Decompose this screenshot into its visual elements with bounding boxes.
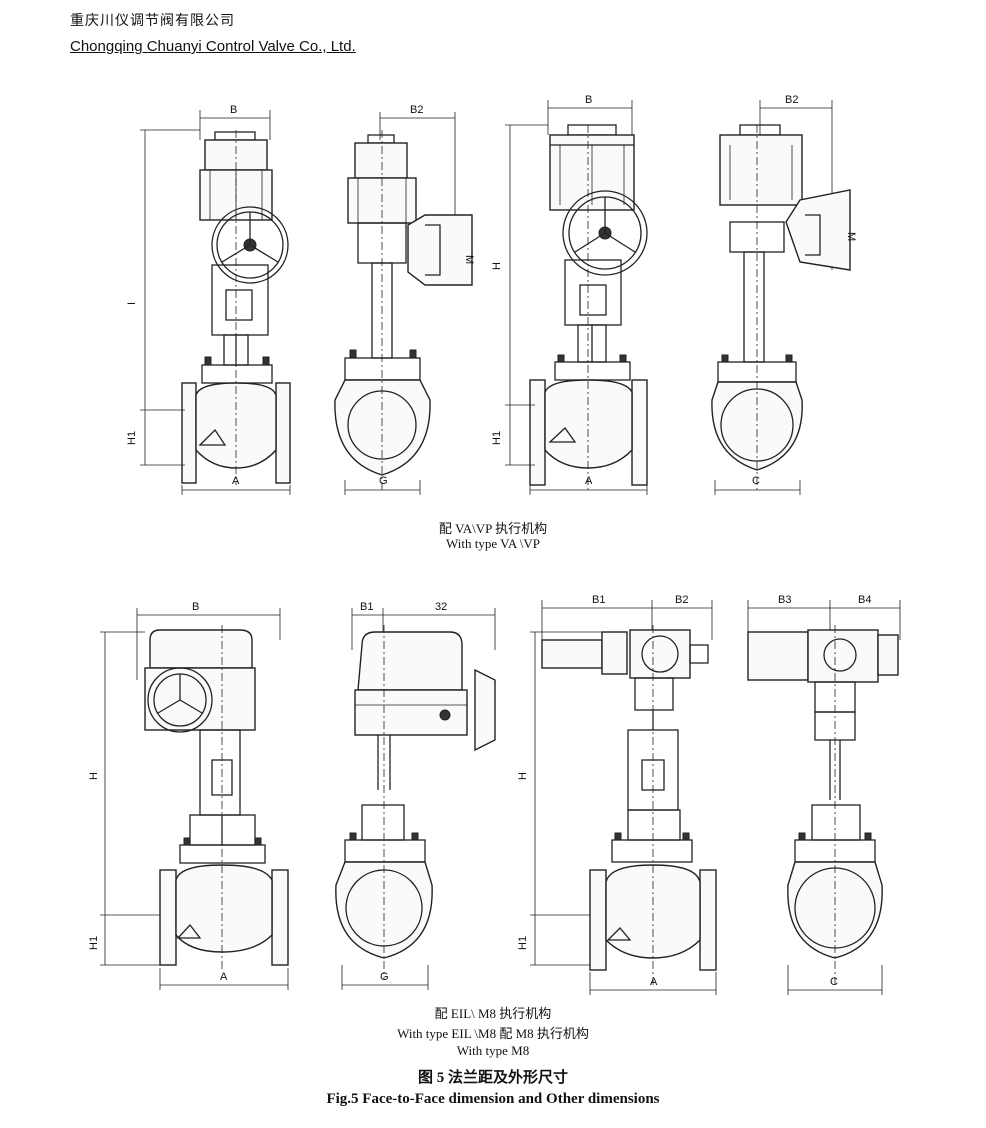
drawing-eil-front: B H H1 A (88, 601, 289, 990)
dim-label-m-vp: M (845, 232, 857, 241)
drawing-eil-side: B1 32 G (335, 601, 496, 990)
dim-label-b: B (230, 104, 237, 116)
caption-top-english: With type VA \VP (446, 536, 540, 551)
drawing-vp-side: B2 M C (711, 94, 857, 495)
dim-label-h1-m8: H1 (517, 936, 529, 950)
drawing-m8-side: B3 B4 C (747, 594, 901, 995)
caption-bottom-line1: 配 EIL\ M8 执行机构 (434, 1006, 552, 1021)
caption-top-chinese: 配 VA\VP 执行机构 (438, 521, 548, 536)
caption-bottom-line2: With type EIL \M8 配 M8 执行机构 (397, 1026, 589, 1041)
dim-label-h-m8: H (517, 772, 529, 780)
dim-label-c-eil: G (380, 971, 389, 983)
figure-caption-chinese: 图 5 法兰距及外形尺寸 (417, 1070, 568, 1086)
company-name-chinese: 重庆川仪调节阀有限公司 (70, 13, 235, 29)
dim-label-h-eil: H (88, 772, 100, 780)
caption-bottom-line3: With type M8 (456, 1043, 530, 1058)
dim-label-c-m8: C (830, 976, 838, 988)
dim-label-a-vp: A (585, 475, 593, 487)
dim-label-b4-m8: B4 (858, 594, 871, 606)
dim-label-h-vp: H (491, 262, 503, 270)
dim-label-b2: B2 (410, 104, 423, 116)
dim-label-h1-eil: H1 (88, 936, 100, 950)
drawing-m8-front: B1 B2 H H1 A (517, 594, 717, 995)
dim-label-h: I (126, 302, 138, 305)
dim-label-a: A (232, 475, 240, 487)
drawing-va-front: B I H1 (126, 104, 291, 495)
dim-label-b2-eil: 32 (435, 601, 447, 613)
dim-label-h1: H1 (126, 431, 138, 445)
dim-label-c: G (379, 475, 388, 487)
dim-label-b-vp: B (585, 94, 592, 106)
company-name-english: Chongqing Chuanyi Control Valve Co., Ltd… (70, 38, 356, 55)
dim-label-b3-m8: B3 (778, 594, 791, 606)
figure-caption-english: Fig.5 Face-to-Face dimension and Other d… (326, 1091, 660, 1107)
dim-label-b2-vp: B2 (785, 94, 798, 106)
dim-label-c-vp: C (752, 475, 760, 487)
dim-label-b2-m8: B2 (675, 594, 688, 606)
dim-label-a-m8: A (650, 976, 658, 988)
drawing-vp-front: B H H1 A (491, 94, 648, 495)
dim-label-b1-m8: B1 (592, 594, 605, 606)
dim-label-h1-vp: H1 (491, 431, 503, 445)
dim-label-a-eil: A (220, 971, 228, 983)
dim-label-m: M (463, 255, 475, 264)
dim-label-b1-eil: B1 (360, 601, 373, 613)
drawing-va-side: B2 M G (334, 104, 475, 495)
dim-label-b-eil: B (192, 601, 199, 613)
